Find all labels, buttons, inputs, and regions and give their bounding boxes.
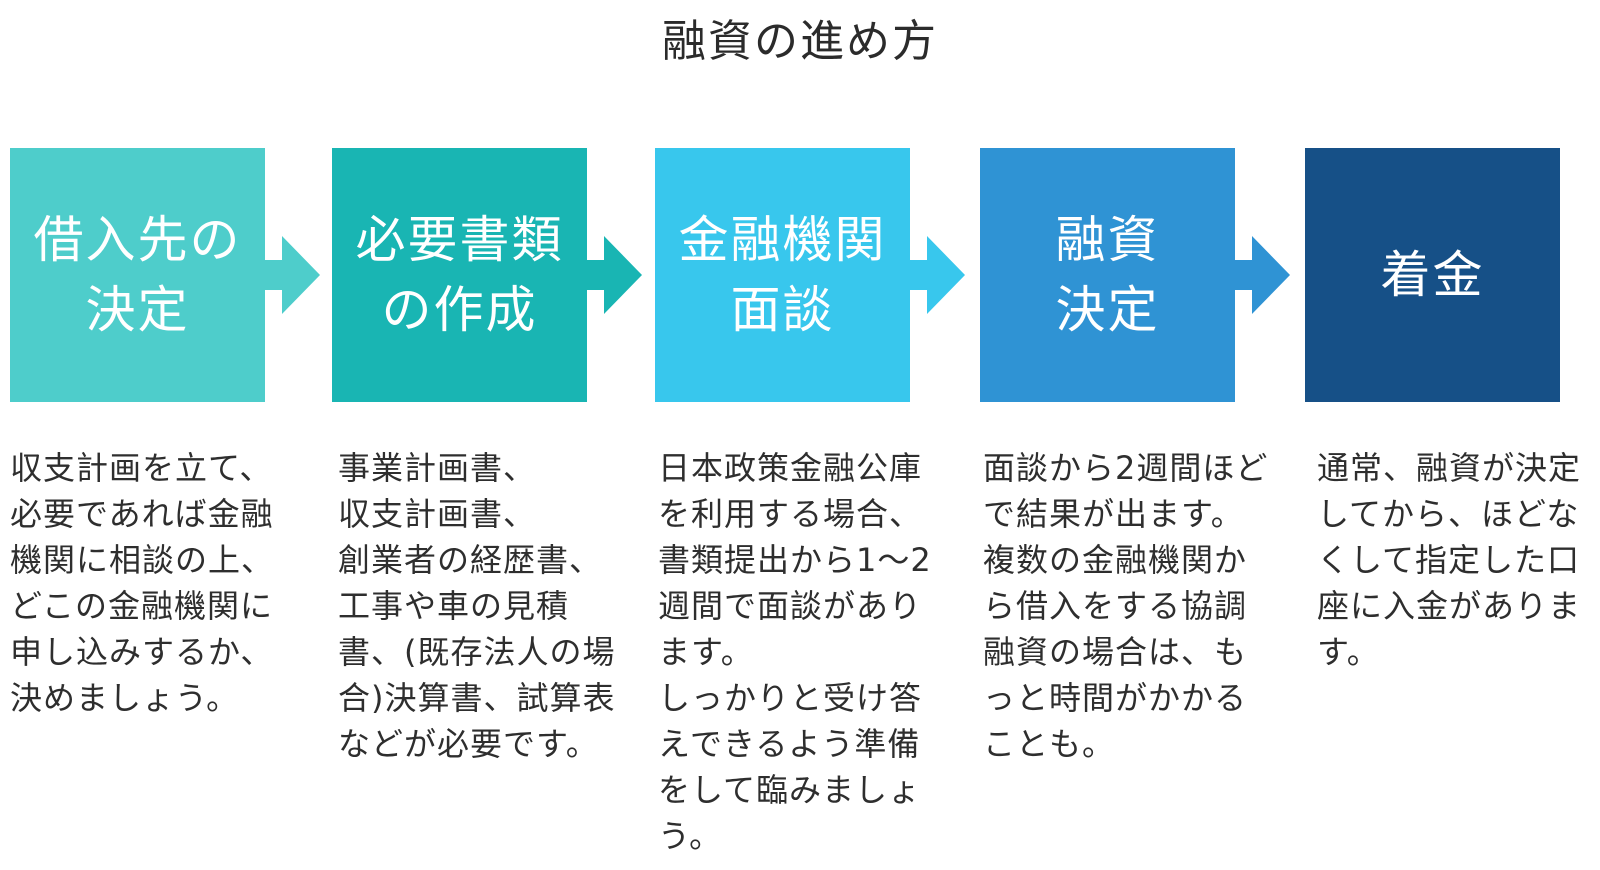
step-label: 必要書類 の作成 — [355, 211, 564, 339]
step-description-4: 面談から2週間ほど で結果が出ます。 複数の金融機関か ら借入をする協調 融資の… — [983, 449, 1269, 763]
step-label: 借入先の 決定 — [33, 211, 242, 339]
step-label: 着金 — [1380, 246, 1485, 304]
step-description-1: 収支計画を立て、 必要であれば金融 機関に相談の上、 どこの金融機関に 申し込み… — [10, 449, 275, 717]
page-title: 融資の進め方 — [662, 16, 938, 67]
arrow-right-icon — [909, 236, 965, 314]
step-box-3: 金融機関 面談 — [655, 148, 910, 402]
arrow-right-icon — [264, 236, 320, 314]
step-box-5: 着金 — [1305, 148, 1560, 402]
step-description-2: 事業計画書、 収支計画書、 創業者の経歴書、 工事や車の見積 書、(既存法人の場… — [338, 449, 616, 763]
step-description-5: 通常、融資が決定 してから、ほどな くして指定した口 座に入金がありま す。 — [1317, 449, 1582, 671]
step-description-3: 日本政策金融公庫 を利用する場合、 書類提出から1〜2 週間で面談があり ます。… — [658, 449, 932, 855]
step-box-1: 借入先の 決定 — [10, 148, 265, 402]
step-label: 金融機関 面談 — [678, 211, 887, 339]
step-label: 融資 決定 — [1055, 211, 1160, 339]
step-box-2: 必要書類 の作成 — [332, 148, 587, 402]
arrow-right-icon — [586, 236, 642, 314]
step-box-4: 融資 決定 — [980, 148, 1235, 402]
arrow-right-icon — [1234, 236, 1290, 314]
